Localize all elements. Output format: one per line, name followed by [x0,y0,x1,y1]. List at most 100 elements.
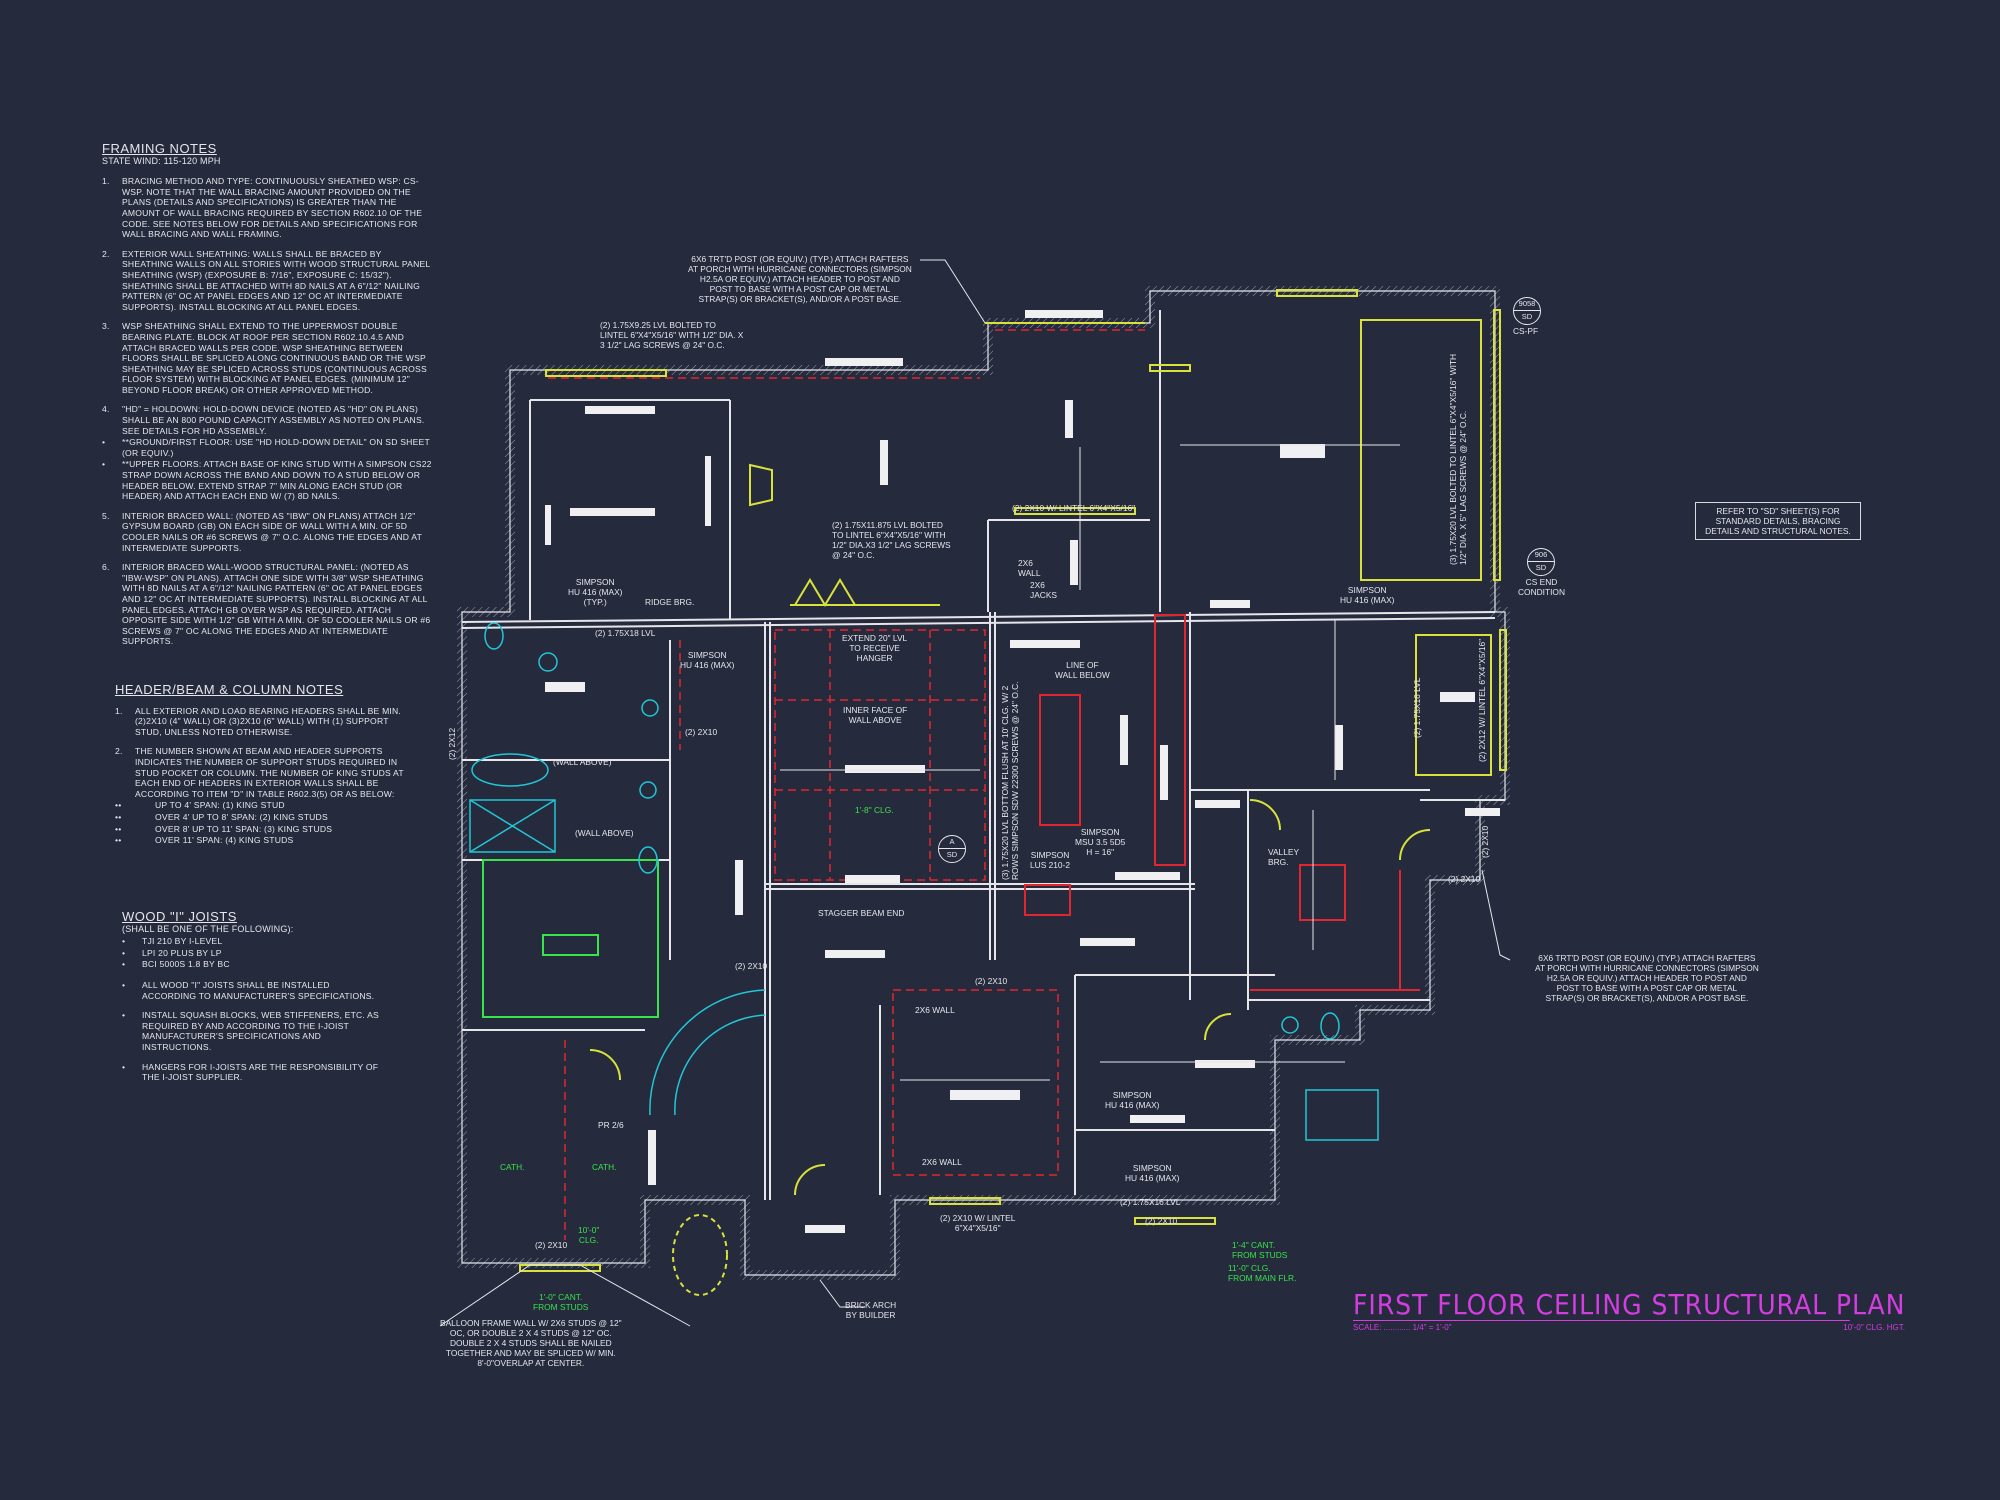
note-number: • [102,459,106,470]
note-number: • [122,1061,126,1072]
framing-notes-subtitle: STATE Wind: 115-120 mph [102,155,221,166]
note-item: •LPI 20 PLUS BY LP [122,948,382,959]
note-item: 5.INTERIOR BRACED WALL: (NOTED AS "IBW" … [102,511,432,553]
label-cant-10: 1'-0" CANT. FROM STUDS [533,1292,589,1312]
label-clg-18: 1'-8" CLG. [855,805,894,815]
ceiling-height-label: 10'-0" CLG. HGT. [1843,1323,1905,1332]
label-2x10-g: (2) 2x10 [1448,874,1481,884]
scale-label: SCALE: ............ 1/4" = 1'-0" [1353,1323,1452,1332]
label-lvl-925: (2) 1.75x9.25 LVL BOLTED TO LINTEL 6"x4"… [600,320,744,350]
note-item: • INSTALL SQUASH BLOCKS, WEB STIFFENERS, … [122,1010,382,1052]
label-lvl-20-right: (3) 1.75x20 LVL BOLTED TO LINTEL 6"x4"x5… [1448,353,1468,565]
note-number: 6. [102,562,110,573]
balloon-frame-callout: BALLOON FRAME WALL w/ 2x6 STUDS @ 12" OC… [440,1318,622,1368]
detail-906-label: CS END CONDITION [1518,577,1565,597]
label-hu416-d: SIMPSON HU 416 (MAX) [1340,585,1395,605]
label-clg-11: 11'-0" CLG. FROM MAIN FLR. [1228,1263,1297,1283]
note-text: THE NUMBER SHOWN AT BEAM AND HEADER SUPP… [135,746,404,799]
label-line-of-wall: LINE OF WALL BELOW [1055,660,1110,680]
note-item: 1.BRACING METHOD AND TYPE: CONTINUOUSLY … [102,176,432,240]
label-hu416-a: SIMPSON HU 416 (MAX) [680,650,735,670]
label-stagger-beam: STAGGER BEAM END [818,908,905,918]
note-text: OVER 8' UP TO 11' SPAN: (3) KING STUDS [155,823,333,834]
label-2x10-c: (2) 2x10 [975,976,1008,986]
note-number: •• [115,811,122,822]
beam-tags [545,310,1500,1233]
stair-and-fixtures [469,622,1379,1141]
note-number: 4. [102,404,110,415]
note-number: •• [115,823,122,834]
note-text: INSTALL SQUASH BLOCKS, WEB STIFFENERS, E… [142,1010,379,1052]
note-item: •HANGERS FOR I-JOISTS ARE THE RESPONSIBI… [122,1062,382,1083]
label-hu416-b: SIMPSON HU 416 (MAX) [1105,1090,1160,1110]
note-item: 2. EXTERIOR WALL SHEATHING: WALLS SHALL B… [102,249,432,313]
label-2x6-wall-c: 2x6 WALL [922,1157,962,1167]
note-number: • [122,1010,126,1021]
note-text: BRACING METHOD AND TYPE: CONTINUOUSLY SH… [122,176,423,240]
detail-9058-label: CS-PF [1513,326,1539,336]
note-text: ALL EXTERIOR AND LOAD BEARING HEADERS SH… [135,705,402,737]
label-lintel-top: (2) 2x10 W/ LINTEL 6"x4"x5/16" [1012,503,1136,513]
note-text: **UPPER FLOORS: ATTACH BASE OF KING STUD… [122,459,432,502]
note-number: •• [115,835,122,846]
note-text: TJI 210 BY I-LEVEL [142,936,223,947]
note-number: 2. [102,248,110,259]
note-item: 3. WSP SHEATHING SHALL EXTEND TO THE UPPE… [102,321,432,395]
label-simpson-lus: SIMPSON LUS 210-2 [1030,850,1071,870]
drawing-title-block: FIRST FLOOR CEILING STRUCTURAL PLAN SCAL… [1353,1290,1905,1332]
label-2x10-b: (2) 2x10 [735,961,768,971]
note-item: • BCI 5000s 1.8 BY BC [122,959,382,970]
note-item: 2.THE NUMBER SHOWN AT BEAM AND HEADER SU… [115,746,415,799]
label-pr: PR 2/6 [598,1120,624,1130]
note-item: • ALL WOOD "I" JOISTS SHALL BE INSTALLED … [122,980,382,1001]
note-number: • [122,947,126,958]
note-text: UP TO 4' SPAN: (1) KING STUD [155,800,285,811]
note-number: • [122,979,126,990]
label-simpson-msu: SIMPSON MSU 3.5 5D5 H = 16" [1075,827,1126,857]
note-text: OVER 11' SPAN: (4) KING STUDS [155,835,294,846]
label-inner-face: INNER FACE OF WALL ABOVE [843,705,908,725]
note-text: BCI 5000s 1.8 BY BC [142,959,230,970]
label-2x10-f: (2) 2x10 [1480,825,1490,858]
label-lintel-bottom: (2) 2x10 W/ LINTEL 6"x4"x5/16" [940,1213,1016,1233]
label-hu416-c: SIMPSON HU 416 (MAX) [1125,1163,1180,1183]
note-text: "HD" = HOLDOWN: HOLD-DOWN DEVICE (NOTED … [122,404,425,436]
note-text: INTERIOR BRACED WALL: (NOTED AS "IBW" ON… [122,510,422,553]
label-valley-brg: VALLEY BRG. [1268,847,1300,867]
label-cath-b: CATH. [592,1162,617,1172]
note-text: **GROUND/FIRST FLOOR: USE "HD HOLD-DOWN … [122,437,430,458]
label-lvl-16-bottom: (2) 1.75x16 LVL [1120,1197,1181,1207]
label-2x6-jacks: 2X6 JACKS [1030,580,1057,600]
note-number: • [122,959,126,970]
drawing-title: FIRST FLOOR CEILING STRUCTURAL PLAN [1353,1288,1906,1321]
note-number: 3. [102,321,110,332]
note-text: EXTERIOR WALL SHEATHING: WALLS SHALL BE … [122,248,431,312]
note-item: 1.ALL EXTERIOR AND LOAD BEARING HEADERS … [115,706,415,738]
note-number: •• [115,800,122,811]
label-ridge-brg: RIDGE BRG. [645,597,695,607]
note-text: ALL WOOD "I" JOISTS SHALL BE INSTALLED A… [142,979,375,1001]
label-hu416-typ: SIMPSON HU 416 (MAX) (TYP.) [568,577,623,607]
note-item: • **UPPER FLOORS: ATTACH BASE OF KING STU… [102,459,432,501]
label-cant-14: 1'-4" CANT. FROM STUDS [1232,1240,1288,1260]
header-beam-notes: HEADER/BEAM & COLUMN NOTES 1.ALL EXTERIO… [115,683,415,847]
leader-lines [439,259,1511,1327]
note-item: •• OVER 11' SPAN: (4) KING STUDS [115,835,415,846]
refer-sd-sheet-note: REFER TO "SD" SHEET(S) FOR STANDARD DETA… [1695,502,1861,540]
note-text: WSP SHEATHING SHALL EXTEND TO THE UPPERM… [122,321,427,395]
note-text: INTERIOR BRACED WALL-WOOD STRUCTURAL PAN… [122,562,431,647]
label-lvl-16-right: (2) 1.75x16 LVL [1412,677,1422,738]
note-item: ••OVER 4' UP TO 8' SPAN: (2) KING STUDS [115,812,415,823]
headers-and-doors [482,289,1507,1296]
joist-notes-subtitle: (SHALL BE ONE OF THE FOLLOWING): [122,923,294,934]
label-2x6-wall-b: 2x6 WALL [915,1005,955,1015]
note-item: •• UP TO 4' SPAN: (1) KING STUD [115,800,415,811]
note-item: 6. INTERIOR BRACED WALL-WOOD STRUCTURAL P… [102,562,432,647]
note-number: • [102,437,106,448]
note-item: •TJI 210 BY I-LEVEL [122,936,382,947]
note-item: •• OVER 8' UP TO 11' SPAN: (3) KING STUDS [115,824,415,835]
